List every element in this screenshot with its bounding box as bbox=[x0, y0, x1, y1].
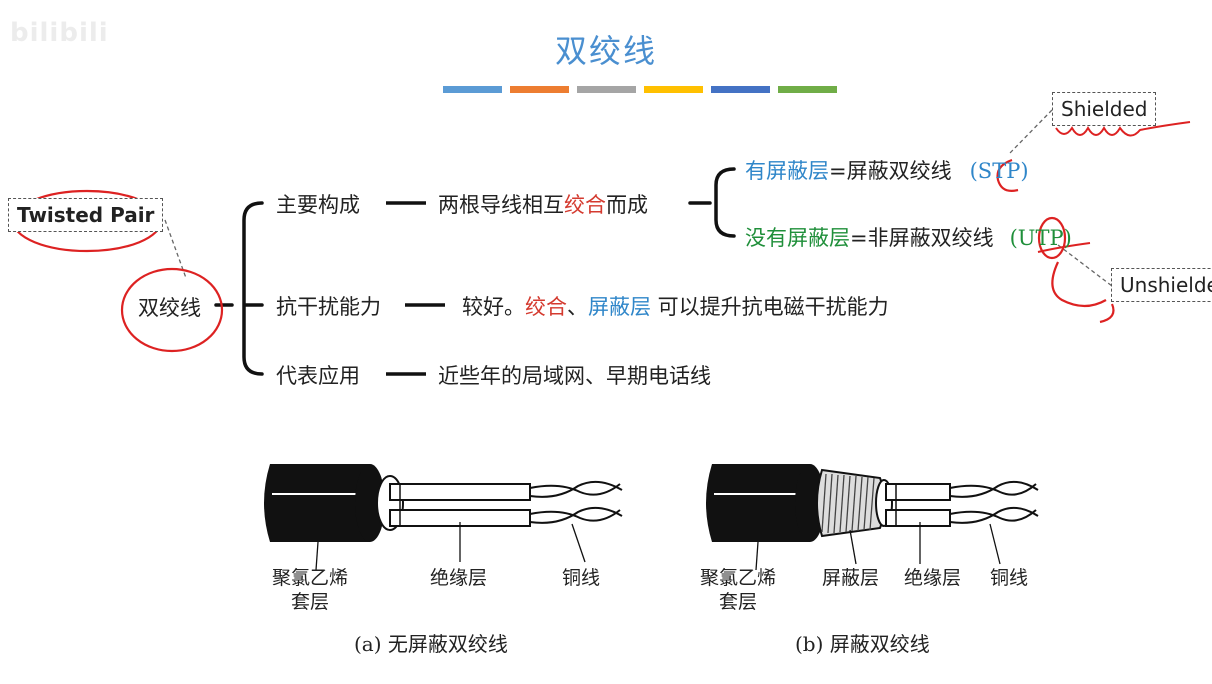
fig-b-shield-label: 屏蔽层 bbox=[822, 567, 880, 589]
interference-text-post: 可以提升抗电磁干扰能力 bbox=[651, 295, 889, 319]
unshielded-abbr: (UTP) bbox=[1009, 226, 1072, 250]
sub-shielded: 有屏蔽层=屏蔽双绞线 (STP) bbox=[745, 155, 1029, 185]
color-bar-segment bbox=[510, 86, 569, 93]
hand-circle-s bbox=[996, 158, 1019, 192]
interference-text-sep: 、 bbox=[567, 295, 588, 319]
color-bar-segment bbox=[577, 86, 636, 93]
fig-b-copper-label: 铜线 bbox=[990, 567, 1029, 589]
hand-arrow-unshielded bbox=[1051, 261, 1115, 324]
shielded-abbr: (STP) bbox=[969, 159, 1029, 183]
slide-title: 双绞线 bbox=[554, 32, 657, 70]
fig-b-insulation-label: 绝缘层 bbox=[904, 567, 962, 589]
fig-a-jacket-label: 聚氯乙烯套层 bbox=[272, 566, 348, 614]
fig-b-jacket-line1: 聚氯乙烯 bbox=[700, 567, 777, 589]
interference-text-blue: 屏蔽层 bbox=[588, 295, 651, 319]
color-bar-segment bbox=[443, 86, 502, 93]
leader-shielded bbox=[1007, 109, 1053, 156]
tag-shielded: Shielded bbox=[1052, 92, 1157, 126]
composition-text-highlight: 绞合 bbox=[564, 193, 606, 217]
hand-underline-utp bbox=[1037, 242, 1091, 253]
hand-circle-u bbox=[1037, 216, 1067, 260]
branch-composition-text: 两根导线相互绞合而成 bbox=[438, 189, 648, 219]
fig-b-jacket-label: 聚氯乙烯套层 bbox=[700, 566, 776, 614]
unshielded-eq: =非屏蔽双绞线 bbox=[850, 226, 994, 250]
branch-interference-label: 抗干扰能力 bbox=[276, 295, 381, 319]
mindmap-root: 双绞线 bbox=[138, 296, 201, 320]
shielded-label: 有屏蔽层 bbox=[745, 159, 829, 183]
branch-interference-text: 较好。绞合、屏蔽层 可以提升抗电磁干扰能力 bbox=[462, 291, 889, 321]
sub-unshielded: 没有屏蔽层=非屏蔽双绞线 (UTP) bbox=[745, 222, 1072, 252]
unshielded-label: 没有屏蔽层 bbox=[745, 226, 850, 250]
fig-b-caption: (b) 屏蔽双绞线 bbox=[795, 632, 930, 656]
cable-drawing-shielded bbox=[706, 464, 1039, 571]
tag-twisted-pair: Twisted Pair bbox=[8, 198, 164, 232]
color-bar-segment bbox=[778, 86, 837, 93]
title-color-bar bbox=[443, 86, 837, 93]
hand-scribble-shielded bbox=[1055, 121, 1191, 137]
branch-application-text: 近些年的局域网、早期电话线 bbox=[438, 364, 711, 388]
hand-circle-root bbox=[120, 267, 224, 353]
fig-a-insulation-label: 绝缘层 bbox=[430, 567, 488, 589]
cable-drawing-unshielded bbox=[264, 464, 623, 571]
fig-a-jacket-line2: 套层 bbox=[291, 591, 330, 613]
interference-text-pre: 较好。 bbox=[462, 295, 525, 319]
root-bracket bbox=[214, 201, 264, 376]
fig-b-jacket-line2: 套层 bbox=[719, 591, 758, 613]
color-bar-segment bbox=[711, 86, 770, 93]
watermark-logo: bilibili bbox=[10, 18, 109, 48]
color-bar-segment bbox=[644, 86, 703, 93]
branch-application-label: 代表应用 bbox=[276, 364, 360, 388]
fig-a-jacket-line1: 聚氯乙烯 bbox=[272, 567, 349, 589]
interference-text-red: 绞合 bbox=[525, 295, 567, 319]
branch-composition-label: 主要构成 bbox=[276, 193, 360, 217]
leader-twisted-pair bbox=[164, 219, 187, 279]
tag-unshielded: Unshielded bbox=[1111, 268, 1212, 302]
fig-a-caption: (a) 无屏蔽双绞线 bbox=[354, 632, 508, 656]
leader-unshielded bbox=[1057, 244, 1113, 287]
composition-text-pre: 两根导线相互 bbox=[438, 193, 564, 217]
composition-text-post: 而成 bbox=[606, 193, 648, 217]
fig-a-copper-label: 铜线 bbox=[562, 567, 601, 589]
shielded-eq: =屏蔽双绞线 bbox=[829, 159, 952, 183]
sub-bracket bbox=[688, 167, 736, 238]
